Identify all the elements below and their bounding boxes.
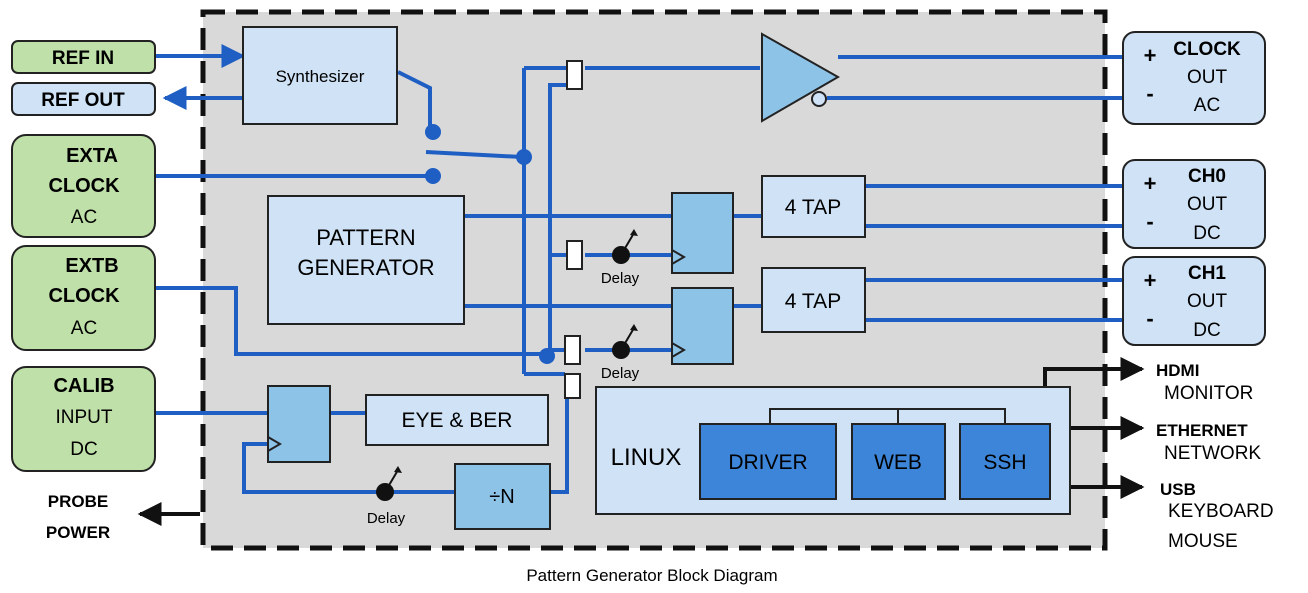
extb-clock-label: CLOCK — [48, 285, 120, 307]
ch0-label: CH0 — [1188, 166, 1226, 187]
calib-label: CALIB — [53, 375, 114, 397]
ch1-out-box: + - CH1 OUT DC — [1122, 256, 1266, 346]
monitor-label: MONITOR — [1164, 383, 1253, 404]
network-label: NETWORK — [1164, 443, 1261, 464]
delay-label-2: Delay — [601, 365, 640, 382]
driver-block: DRIVER — [699, 423, 837, 500]
exta-clock-box: EXTA CLOCK AC — [11, 134, 156, 238]
calib-dc-label: DC — [70, 439, 97, 460]
ch1-out-label: OUT — [1187, 291, 1228, 312]
web-block: WEB — [851, 423, 946, 500]
clock-label: CLOCK — [1173, 39, 1241, 60]
exta-ac-label: AC — [71, 207, 97, 228]
ch1-plus: + — [1144, 268, 1157, 293]
four-tap-label-1: 4 TAP — [785, 196, 841, 219]
ch1-minus: - — [1146, 306, 1153, 331]
four-tap-block-2: 4 TAP — [761, 267, 866, 333]
clock-ac-label: AC — [1194, 95, 1220, 116]
pattern-generator-block: PATTERN GENERATOR — [267, 195, 465, 325]
exta-label: EXTA — [66, 145, 118, 167]
keyboard-label: KEYBOARD — [1168, 501, 1274, 522]
diagram-caption: Pattern Generator Block Diagram — [526, 566, 777, 585]
calib-input-box: CALIB INPUT DC — [11, 366, 156, 472]
driver-label: DRIVER — [728, 451, 807, 474]
delay-knob-3 — [376, 466, 402, 501]
extb-label: EXTB — [65, 255, 118, 277]
pattern-label: PATTERN — [316, 225, 415, 250]
extb-ac-label: AC — [71, 318, 97, 339]
ref-in-label: REF IN — [52, 48, 114, 69]
ssh-label: SSH — [983, 451, 1026, 474]
bus-buffers — [564, 60, 583, 399]
ch0-out-box: + - CH0 OUT DC — [1122, 159, 1266, 249]
calib-input-label: INPUT — [56, 407, 113, 428]
ethernet-label: ETHERNET — [1156, 421, 1248, 440]
delay-knob-2 — [612, 324, 638, 359]
delay-label-1: Delay — [601, 270, 640, 287]
flip-flop-calib — [267, 385, 331, 463]
ch0-minus: - — [1146, 209, 1153, 234]
usb-label: USB — [1160, 480, 1196, 499]
linux-wires — [137, 357, 1145, 526]
exta-clock-label: CLOCK — [48, 175, 120, 197]
linux-label: LINUX — [611, 444, 682, 471]
ssh-block: SSH — [959, 423, 1051, 500]
extb-clock-box: EXTB CLOCK AC — [11, 245, 156, 351]
delay-label-3: Delay — [367, 510, 406, 527]
ref-in-box: REF IN — [11, 40, 156, 74]
ch1-label: CH1 — [1188, 263, 1226, 284]
ch0-plus: + — [1144, 171, 1157, 196]
probe-label: PROBE — [48, 492, 108, 511]
divide-n-block: ÷N — [454, 463, 551, 530]
flip-flop-ch0 — [671, 192, 734, 274]
probe-power-label: POWER — [46, 523, 110, 542]
ch0-out-label: OUT — [1187, 194, 1228, 215]
eye-ber-block: EYE & BER — [365, 394, 549, 446]
hdmi-label: HDMI — [1156, 361, 1199, 380]
synthesizer-label: Synthesizer — [276, 67, 365, 86]
clock-out-box: + - CLOCK OUT AC — [1122, 31, 1266, 125]
generator-label: GENERATOR — [297, 255, 434, 280]
ch1-dc-label: DC — [1193, 320, 1220, 341]
mouse-label: MOUSE — [1168, 531, 1238, 552]
flip-flop-ch1 — [671, 287, 734, 365]
wires — [155, 44, 1123, 494]
ref-out-label: REF OUT — [41, 90, 125, 111]
synthesizer-block: Synthesizer — [242, 26, 398, 125]
four-tap-label-2: 4 TAP — [785, 290, 841, 313]
clock-minus: - — [1146, 81, 1153, 106]
clock-out-label: OUT — [1187, 67, 1228, 88]
divide-n-label: ÷N — [489, 486, 514, 508]
clock-plus: + — [1144, 43, 1157, 68]
ch0-dc-label: DC — [1193, 223, 1220, 244]
four-tap-block-1: 4 TAP — [761, 175, 866, 238]
junctions — [425, 124, 555, 364]
clock-buffer — [761, 32, 841, 123]
delay-knob-1 — [612, 229, 638, 264]
web-label: WEB — [874, 451, 922, 474]
ref-out-box: REF OUT — [11, 82, 156, 116]
eye-ber-label: EYE & BER — [402, 409, 513, 432]
